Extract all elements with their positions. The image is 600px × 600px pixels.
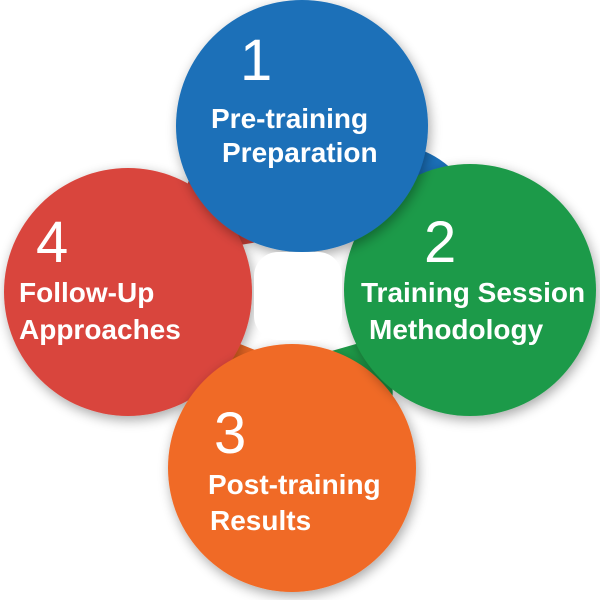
step-3-label-line1: Post-training [208,469,381,500]
step-2-label-line2: Methodology [369,314,544,345]
step-3-number: 3 [214,401,246,466]
step-3-label-line2: Results [210,505,311,536]
step-4-label-line2: Approaches [19,314,181,345]
step-4-circle [4,168,252,416]
step-2-label-line1: Training Session [361,277,585,308]
step-1-number: 1 [240,28,272,93]
step-4-number: 4 [36,210,68,275]
step-1-circle [176,0,428,252]
step-1-circle-group [176,0,428,252]
step-1-label-line1: Pre-training [211,103,368,134]
step-3-circle [168,344,416,592]
step-2-number: 2 [424,210,456,275]
step-4-label-line1: Follow-Up [19,277,154,308]
step-2-circle-group [344,164,596,416]
center-gap [254,252,342,340]
step-1-label-line2: Preparation [222,137,378,168]
step-3-circle-group [168,344,416,592]
step-2-circle [344,164,596,416]
step-4-circle-group [4,168,252,416]
